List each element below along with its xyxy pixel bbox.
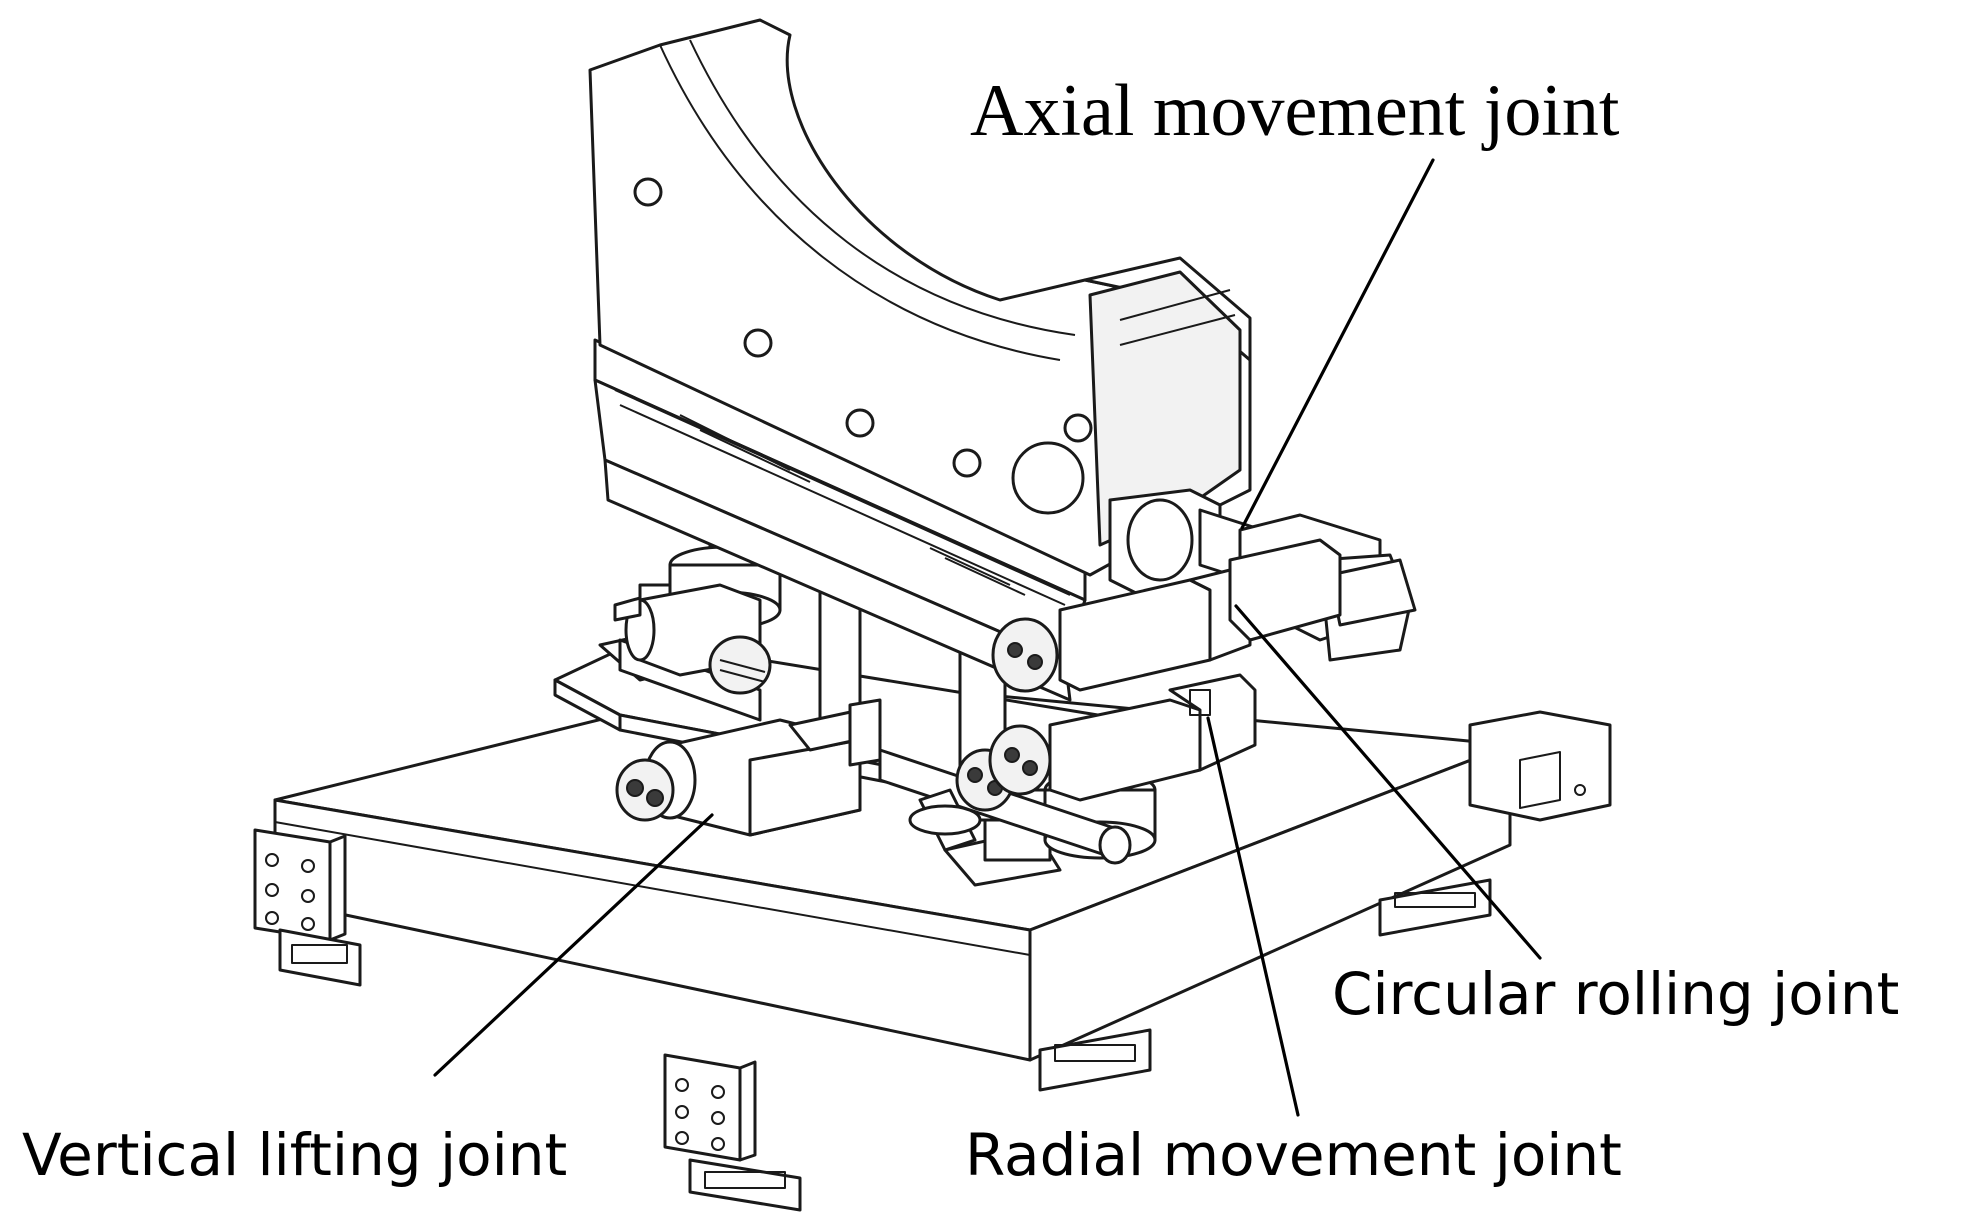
leader-axial (1240, 158, 1435, 530)
corner-block-front (663, 1053, 757, 1162)
label-radial-movement-joint: Radial movement joint (965, 1121, 1622, 1189)
label-axial-movement-joint: Axial movement joint (970, 70, 1620, 152)
circular-rolling-motor (991, 538, 1342, 693)
leader-radial (1206, 716, 1300, 1117)
left-gearbox (613, 583, 772, 695)
vertical-lifting-motor (615, 698, 882, 837)
rail-carriages (278, 878, 1492, 1212)
radial-movement-motor (988, 673, 1257, 802)
label-circular-rolling-joint: Circular rolling joint (1332, 960, 1900, 1028)
saddle-cradle (588, 18, 1252, 577)
side-housing (1468, 710, 1612, 822)
slide-frame (593, 338, 1087, 702)
leader-vertical (433, 813, 714, 1077)
leader-circular (1234, 604, 1542, 960)
label-vertical-lifting-joint: Vertical lifting joint (22, 1121, 568, 1189)
corner-block-left (253, 828, 347, 942)
